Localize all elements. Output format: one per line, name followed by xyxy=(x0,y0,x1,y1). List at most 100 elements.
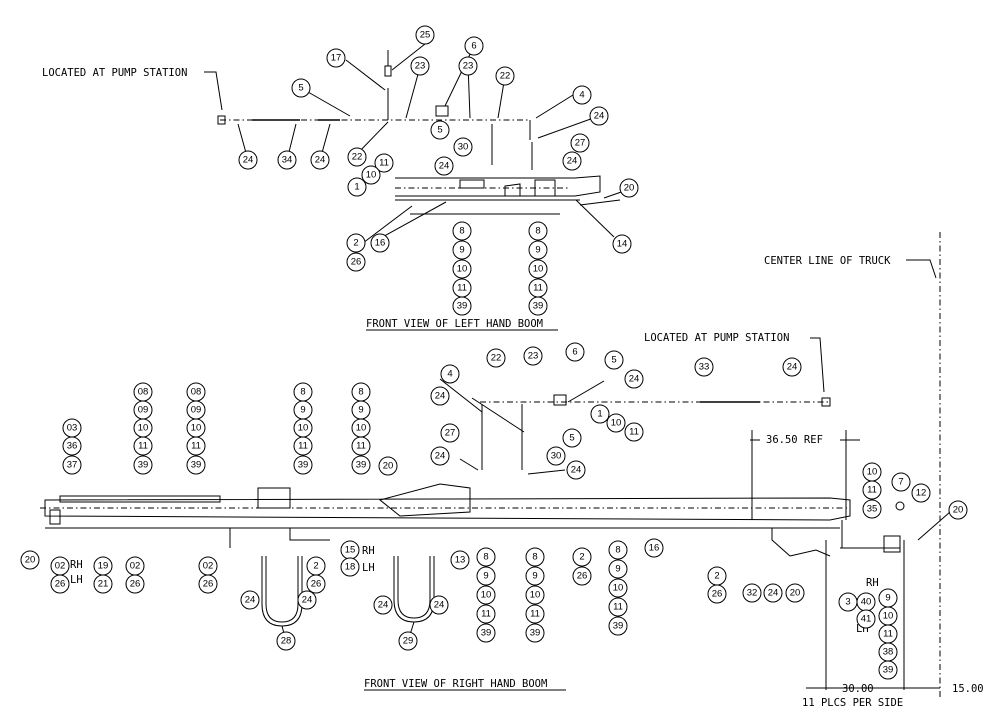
svg-text:8: 8 xyxy=(483,552,488,563)
callout-bubble: 24 xyxy=(434,156,454,176)
svg-text:10: 10 xyxy=(533,264,544,275)
svg-text:8: 8 xyxy=(300,387,305,398)
svg-text:13: 13 xyxy=(455,555,466,566)
callout-bubble: 11 xyxy=(351,436,371,456)
pump-station-label-top: LOCATED AT PUMP STATION xyxy=(42,67,187,79)
callout-bubble: 8 xyxy=(525,547,545,567)
svg-text:02: 02 xyxy=(130,561,141,572)
svg-text:40: 40 xyxy=(861,597,872,608)
svg-text:20: 20 xyxy=(624,183,635,194)
svg-text:11: 11 xyxy=(481,609,491,620)
callout-bubble: 13 xyxy=(450,550,470,570)
svg-text:10: 10 xyxy=(481,590,492,601)
svg-text:11: 11 xyxy=(530,609,540,620)
svg-text:39: 39 xyxy=(191,460,202,471)
callout-bubble: 24 xyxy=(562,151,582,171)
svg-text:4: 4 xyxy=(447,369,452,380)
callout-bubble: 8 xyxy=(452,221,472,241)
callout-bubble: 34 xyxy=(277,150,297,170)
svg-text:8: 8 xyxy=(535,226,540,237)
callout-bubble: 10 xyxy=(525,585,545,605)
callout-bubble: 10 xyxy=(606,413,626,433)
svg-text:26: 26 xyxy=(577,571,588,582)
callout-bubble: 24 xyxy=(238,150,258,170)
callout-bubble: 11 xyxy=(476,604,496,624)
svg-text:30: 30 xyxy=(458,142,469,153)
svg-text:27: 27 xyxy=(575,138,586,149)
callout-bubble: 8 xyxy=(293,382,313,402)
callout-bubble: 24 xyxy=(429,595,449,615)
callout-bubble: 02 xyxy=(198,556,218,576)
lh-note-2: LH xyxy=(362,562,375,574)
svg-text:24: 24 xyxy=(567,156,578,167)
callout-bubble: 20 xyxy=(948,500,968,520)
callout-bubble: 23 xyxy=(458,56,478,76)
callout-bubble: 10 xyxy=(186,418,206,438)
svg-text:11: 11 xyxy=(629,427,639,438)
callout-bubble: 35 xyxy=(862,499,882,519)
callout-bubble: 3 xyxy=(838,592,858,612)
callout-bubble: 4 xyxy=(440,364,460,384)
callout-bubble: 24 xyxy=(310,150,330,170)
callout-bubble: 15 xyxy=(340,540,360,560)
callout-bubble: 39 xyxy=(476,623,496,643)
callout-bubble: 20 xyxy=(619,178,639,198)
svg-text:23: 23 xyxy=(463,61,474,72)
svg-text:9: 9 xyxy=(885,593,890,604)
callout-bubble: 11 xyxy=(452,278,472,298)
svg-text:11: 11 xyxy=(298,441,308,452)
svg-text:9: 9 xyxy=(459,245,464,256)
svg-text:10: 10 xyxy=(867,467,878,478)
callout-bubble: 39 xyxy=(525,623,545,643)
callout-bubble: 8 xyxy=(608,540,628,560)
svg-text:26: 26 xyxy=(203,579,214,590)
callout-bubble: 26 xyxy=(125,574,145,594)
callout-bubble: 16 xyxy=(370,233,390,253)
svg-text:24: 24 xyxy=(302,595,313,606)
callout-bubble: 18 xyxy=(340,557,360,577)
callout-bubble: 2 xyxy=(306,556,326,576)
svg-text:11: 11 xyxy=(457,283,467,294)
svg-text:8: 8 xyxy=(358,387,363,398)
svg-text:9: 9 xyxy=(535,245,540,256)
svg-text:37: 37 xyxy=(67,460,78,471)
callout-bubble: 24 xyxy=(763,583,783,603)
callout-bubbles: 25 17 6 23 23 22 5 4 24 24 34 24 22 5 27… xyxy=(20,25,968,680)
callout-bubble: 22 xyxy=(486,348,506,368)
svg-text:24: 24 xyxy=(594,111,605,122)
svg-text:24: 24 xyxy=(434,600,445,611)
svg-text:11: 11 xyxy=(138,441,148,452)
callout-bubble: 14 xyxy=(612,234,632,254)
callout-bubble: 10 xyxy=(528,259,548,279)
svg-text:16: 16 xyxy=(649,543,660,554)
callout-bubble: 39 xyxy=(351,455,371,475)
callout-bubble: 5 xyxy=(562,428,582,448)
callout-bubble: 10 xyxy=(361,165,381,185)
svg-text:10: 10 xyxy=(138,423,149,434)
callout-bubble: 5 xyxy=(291,78,311,98)
svg-text:9: 9 xyxy=(358,405,363,416)
svg-text:38: 38 xyxy=(883,647,894,658)
svg-text:08: 08 xyxy=(138,387,149,398)
rh-note-1: RH xyxy=(70,559,83,571)
callout-bubble: 24 xyxy=(624,369,644,389)
callout-bubble: 20 xyxy=(378,456,398,476)
svg-text:22: 22 xyxy=(500,71,511,82)
svg-text:24: 24 xyxy=(243,155,254,166)
rh-note-2: RH xyxy=(362,545,375,557)
svg-text:39: 39 xyxy=(530,628,541,639)
svg-text:20: 20 xyxy=(25,555,36,566)
svg-text:18: 18 xyxy=(345,562,356,573)
callout-bubble: 2 xyxy=(346,233,366,253)
svg-text:10: 10 xyxy=(883,611,894,622)
callout-bubble: 39 xyxy=(608,616,628,636)
callout-bubble: 6 xyxy=(565,342,585,362)
svg-text:9: 9 xyxy=(300,405,305,416)
callout-bubble: 25 xyxy=(415,25,435,45)
callout-bubble: 39 xyxy=(186,455,206,475)
svg-text:20: 20 xyxy=(953,505,964,516)
callout-bubble: 8 xyxy=(351,382,371,402)
callout-bubble: 29 xyxy=(398,631,418,651)
